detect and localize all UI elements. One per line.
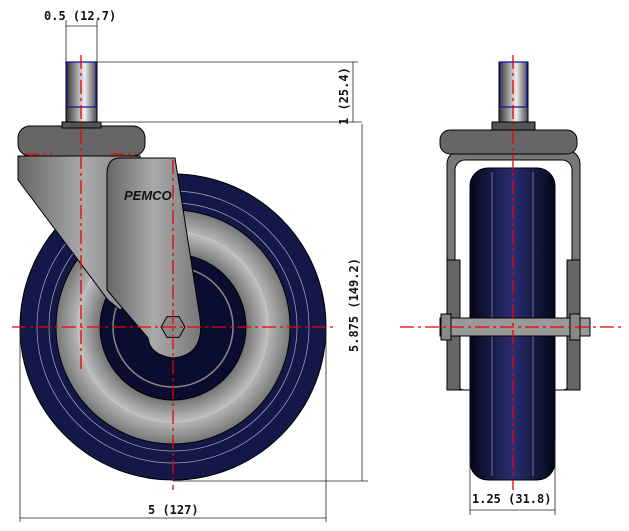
fork-arm	[106, 157, 202, 359]
dim-wheel-diameter: 5 (127)	[148, 503, 199, 517]
dimensions: 0.5 (12.7) 1 (25.4) 5.875 (149.2) 5 (127…	[19, 9, 556, 522]
dim-stem-length: 1 (25.4)	[337, 67, 351, 125]
dim-overall-height: 5.875 (149.2)	[347, 258, 361, 352]
axle	[439, 317, 591, 337]
front-view	[400, 55, 625, 490]
side-view: PEMCO	[12, 55, 335, 490]
dim-wheel-width: 1.25 (31.8)	[472, 492, 551, 506]
brand-logo: PEMCO	[124, 188, 172, 203]
dim-stem-diameter: 0.5 (12.7)	[44, 9, 116, 23]
